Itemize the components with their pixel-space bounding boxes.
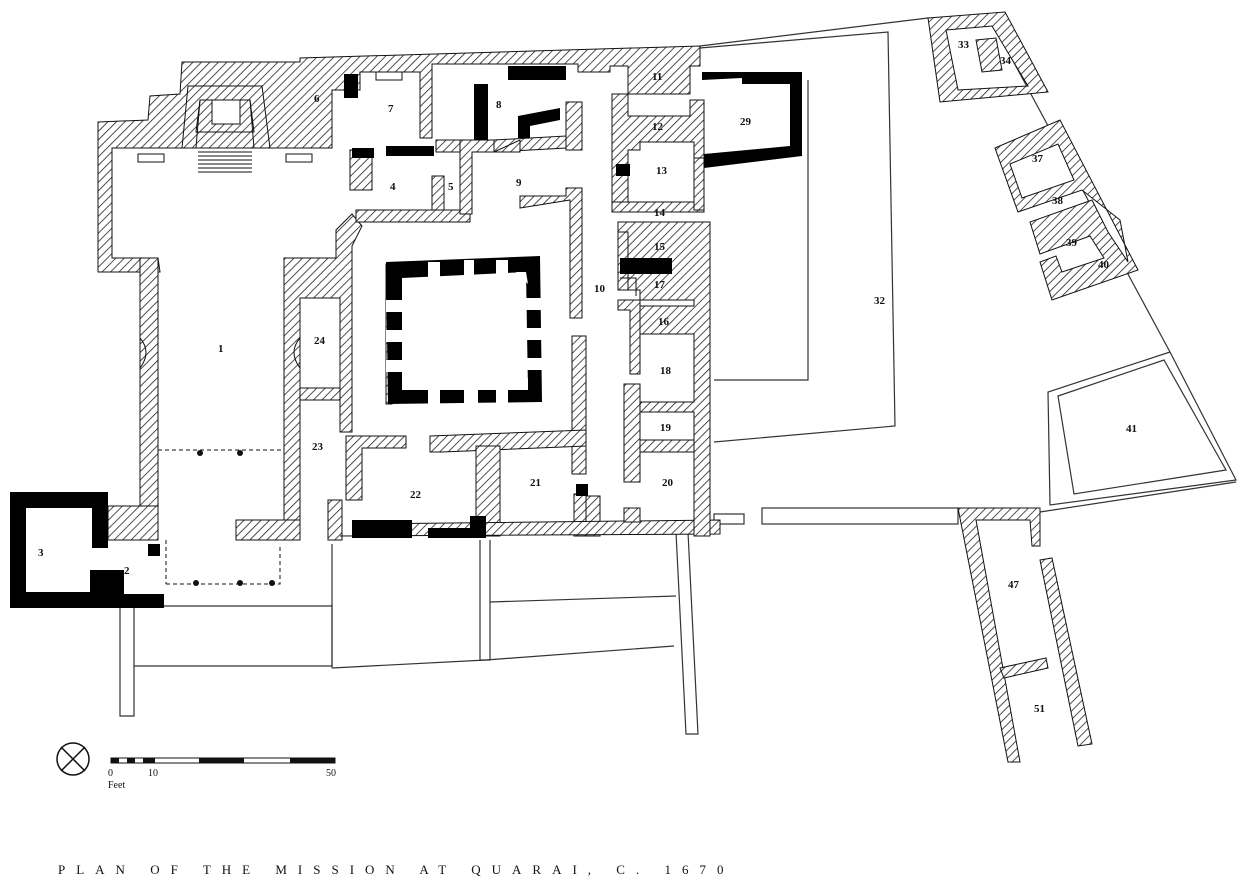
room-label: 13 (656, 165, 668, 177)
room-label: 12 (652, 121, 664, 133)
sanctuary-details (137, 71, 637, 369)
room-label: 20 (662, 477, 674, 489)
room-label: 23 (312, 441, 324, 453)
room-label: 32 (874, 295, 886, 307)
room-label: 19 (660, 422, 672, 434)
room-label: 37 (1032, 153, 1044, 165)
room-label: 22 (410, 489, 422, 501)
scale-tick-10: 10 (148, 768, 158, 779)
cloister (386, 256, 542, 404)
room-label: 7 (388, 103, 394, 115)
scale-bar: 0 10 50 Feet (108, 757, 336, 791)
room-label: 24 (314, 335, 326, 347)
later-walls (10, 66, 802, 608)
plan-caption: PLAN OF THE MISSION AT QUARAI, C. 1670 (58, 862, 735, 877)
room-label: 1 (218, 343, 224, 355)
room-label: 15 (654, 241, 666, 253)
scale-unit: Feet (108, 780, 125, 791)
enclosure-lines (119, 17, 1237, 735)
room-label: 8 (496, 99, 502, 111)
room-label: 18 (660, 365, 672, 377)
room-label: 40 (1098, 259, 1110, 271)
room-label: 5 (448, 181, 454, 193)
room-label: 11 (652, 71, 662, 83)
room-label: 33 (958, 39, 970, 51)
scale-tick-0: 0 (108, 768, 113, 779)
room-label: 3 (38, 547, 44, 559)
room-label: 9 (516, 177, 522, 189)
room-label: 4 (390, 181, 396, 193)
scale-tick-50: 50 (326, 768, 336, 779)
room-label: 10 (594, 283, 606, 295)
room-label: 16 (658, 316, 670, 328)
room-label: 41 (1126, 423, 1137, 435)
room-label: 17 (654, 279, 666, 291)
room-label: 14 (654, 207, 666, 219)
adobe-walls (97, 11, 1139, 763)
room-label: 6 (314, 93, 320, 105)
room-label: 38 (1052, 195, 1064, 207)
north-arrow-icon (56, 742, 90, 776)
room-label: 2 (124, 565, 130, 577)
room-label: 21 (530, 477, 541, 489)
room-labels: 1 2 3 4 5 6 7 8 9 10 11 12 13 14 15 16 1… (38, 39, 1137, 715)
room-label: 29 (740, 116, 752, 128)
room-label: 34 (1000, 55, 1012, 67)
choir-loft-lines (158, 449, 284, 585)
room-label: 47 (1008, 579, 1020, 591)
room-label: 39 (1066, 237, 1078, 249)
room-label: 51 (1034, 703, 1045, 715)
column-posts (193, 450, 275, 586)
